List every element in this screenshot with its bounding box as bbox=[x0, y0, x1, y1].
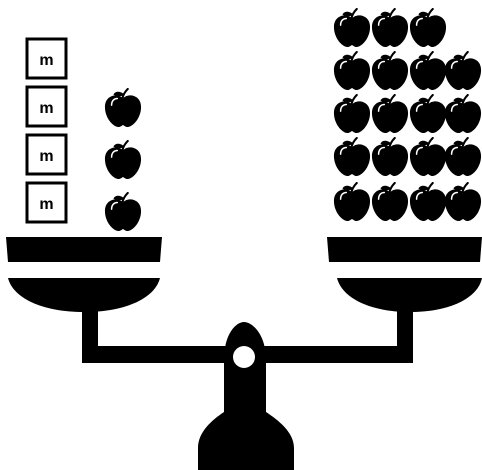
apple-icon bbox=[372, 9, 408, 47]
mass-block: m bbox=[27, 87, 66, 126]
apple-icon bbox=[372, 138, 408, 176]
apple-icon bbox=[334, 52, 370, 90]
left-pan-rim bbox=[6, 237, 162, 262]
apple-icon bbox=[105, 141, 141, 179]
apple-icon bbox=[410, 52, 446, 90]
right-pan-bowl bbox=[337, 278, 482, 312]
mass-block: m bbox=[27, 39, 66, 78]
apple-icon bbox=[334, 183, 370, 221]
right-pan bbox=[327, 237, 482, 312]
scale-base bbox=[82, 305, 413, 470]
mass-block: m bbox=[27, 135, 66, 174]
apple-icon bbox=[105, 89, 141, 127]
apple-icon bbox=[105, 193, 141, 231]
svg-text:m: m bbox=[39, 52, 53, 69]
svg-text:m: m bbox=[39, 148, 53, 165]
right-pan-hanger bbox=[397, 305, 413, 363]
apple-icon bbox=[372, 183, 408, 221]
apple-icon bbox=[410, 95, 446, 133]
pivot-hole bbox=[233, 346, 255, 368]
apple-icon bbox=[445, 95, 481, 133]
left-mass-stack: m m m m bbox=[27, 39, 66, 222]
apple-icon bbox=[410, 138, 446, 176]
apple-icon bbox=[410, 183, 446, 221]
apple-icon bbox=[445, 183, 481, 221]
right-pan-rim bbox=[327, 237, 482, 262]
left-apples bbox=[105, 89, 141, 231]
apple-icon bbox=[445, 138, 481, 176]
apple-icon bbox=[372, 52, 408, 90]
apple-icon bbox=[445, 52, 481, 90]
mass-block: m bbox=[27, 183, 66, 222]
apple-icon bbox=[372, 95, 408, 133]
left-pan-bowl bbox=[8, 278, 160, 312]
right-apples bbox=[334, 9, 481, 221]
apple-icon bbox=[334, 138, 370, 176]
left-pan-hanger bbox=[82, 305, 98, 363]
apple-icon bbox=[334, 9, 370, 47]
scale-pedestal bbox=[198, 322, 294, 470]
apple-icon bbox=[334, 95, 370, 133]
apple-icon bbox=[410, 9, 446, 47]
left-pan bbox=[6, 237, 162, 312]
svg-text:m: m bbox=[39, 100, 53, 117]
svg-text:m: m bbox=[39, 196, 53, 213]
